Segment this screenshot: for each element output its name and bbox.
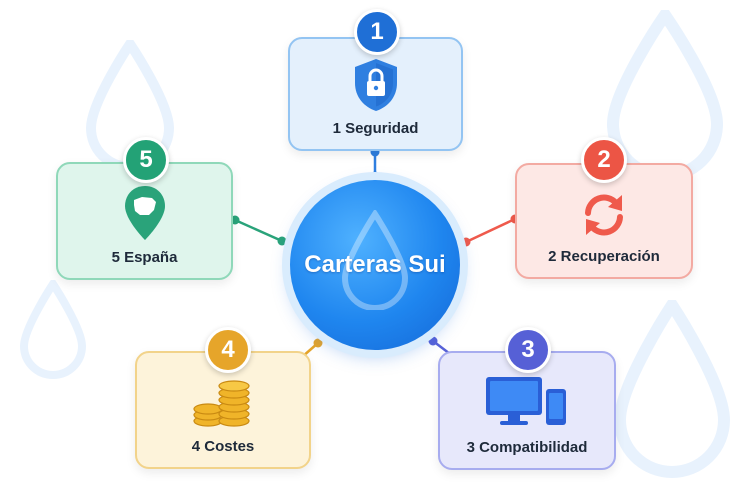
badge-5: 5 [123,137,169,183]
card-label-recuperacion: 2 Recuperación [548,248,660,265]
coin-stacks-icon [193,380,250,427]
shield-lock-icon [354,59,397,111]
spain-map-pin-icon [124,186,165,240]
badge-3: 3 [505,327,551,373]
badge-1: 1 [354,9,400,55]
card-label-espana: 5 España [111,249,178,266]
card-recuperacion: 2 Recuperación [515,163,693,279]
card-label-costes: 4 Costes [191,438,255,455]
card-seguridad: 1 Seguridad [288,37,463,151]
background-drop-bottom-right [613,300,731,478]
card-label-seguridad: 1 Seguridad [332,120,419,137]
badge-2: 2 [581,137,627,183]
badge-4: 4 [205,327,251,373]
card-label-compatibilidad: 3 Compatibilidad [466,439,588,456]
card-espana: 5 España [56,162,233,280]
monitor-phone-icon [486,377,566,425]
background-drop-mid-left [19,280,87,379]
water-drop-icon [341,210,409,310]
refresh-arrows-icon [585,194,623,236]
hub-title: Carteras Sui [304,251,446,278]
hub-circle: Carteras Sui [290,180,460,350]
